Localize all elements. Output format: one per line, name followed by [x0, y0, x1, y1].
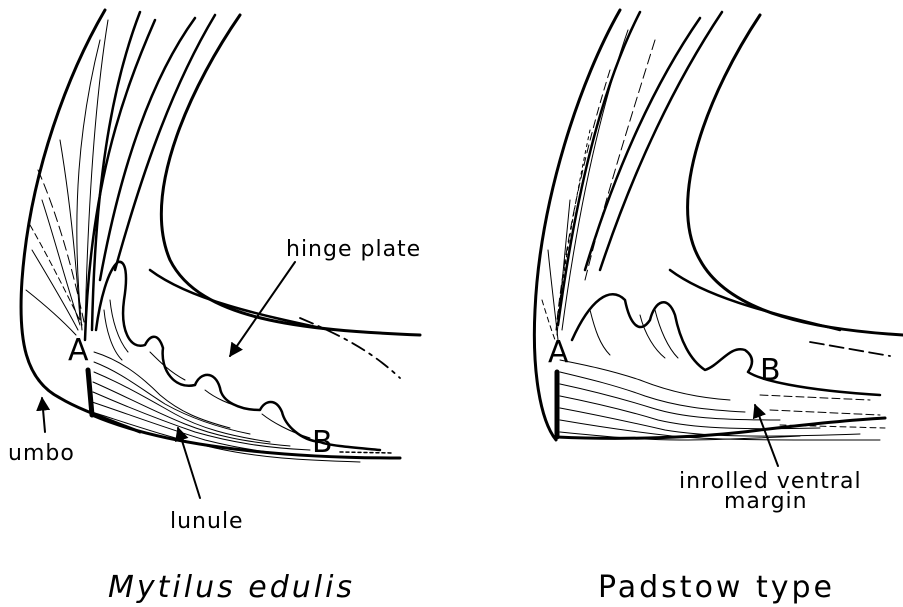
left-title: Mytilus edulis: [108, 570, 355, 605]
left-umbo-arrow: [42, 398, 45, 432]
right-outer-margin: [534, 10, 620, 440]
left-ligament-line: [88, 370, 92, 415]
right-point-b-label: B: [760, 353, 781, 388]
left-shell-drawing: [21, 10, 420, 462]
right-shell-drawing: [534, 10, 903, 440]
hinge-plate-label: hinge plate: [286, 237, 421, 262]
left-point-b-label: B: [312, 425, 333, 460]
left-lunule-arrow: [178, 428, 200, 498]
left-hinge-teeth: [96, 262, 380, 450]
right-ventral-arrow: [755, 405, 778, 466]
right-title: Padstow type: [598, 570, 835, 605]
lunule-label: lunule: [170, 509, 244, 534]
right-point-a-label: A: [548, 335, 569, 370]
margin-label: margin: [724, 489, 808, 514]
umbo-label: umbo: [8, 441, 75, 466]
left-outer-margin: [21, 10, 140, 432]
right-hinge-teeth: [572, 294, 880, 395]
left-point-a-label: A: [68, 333, 89, 368]
